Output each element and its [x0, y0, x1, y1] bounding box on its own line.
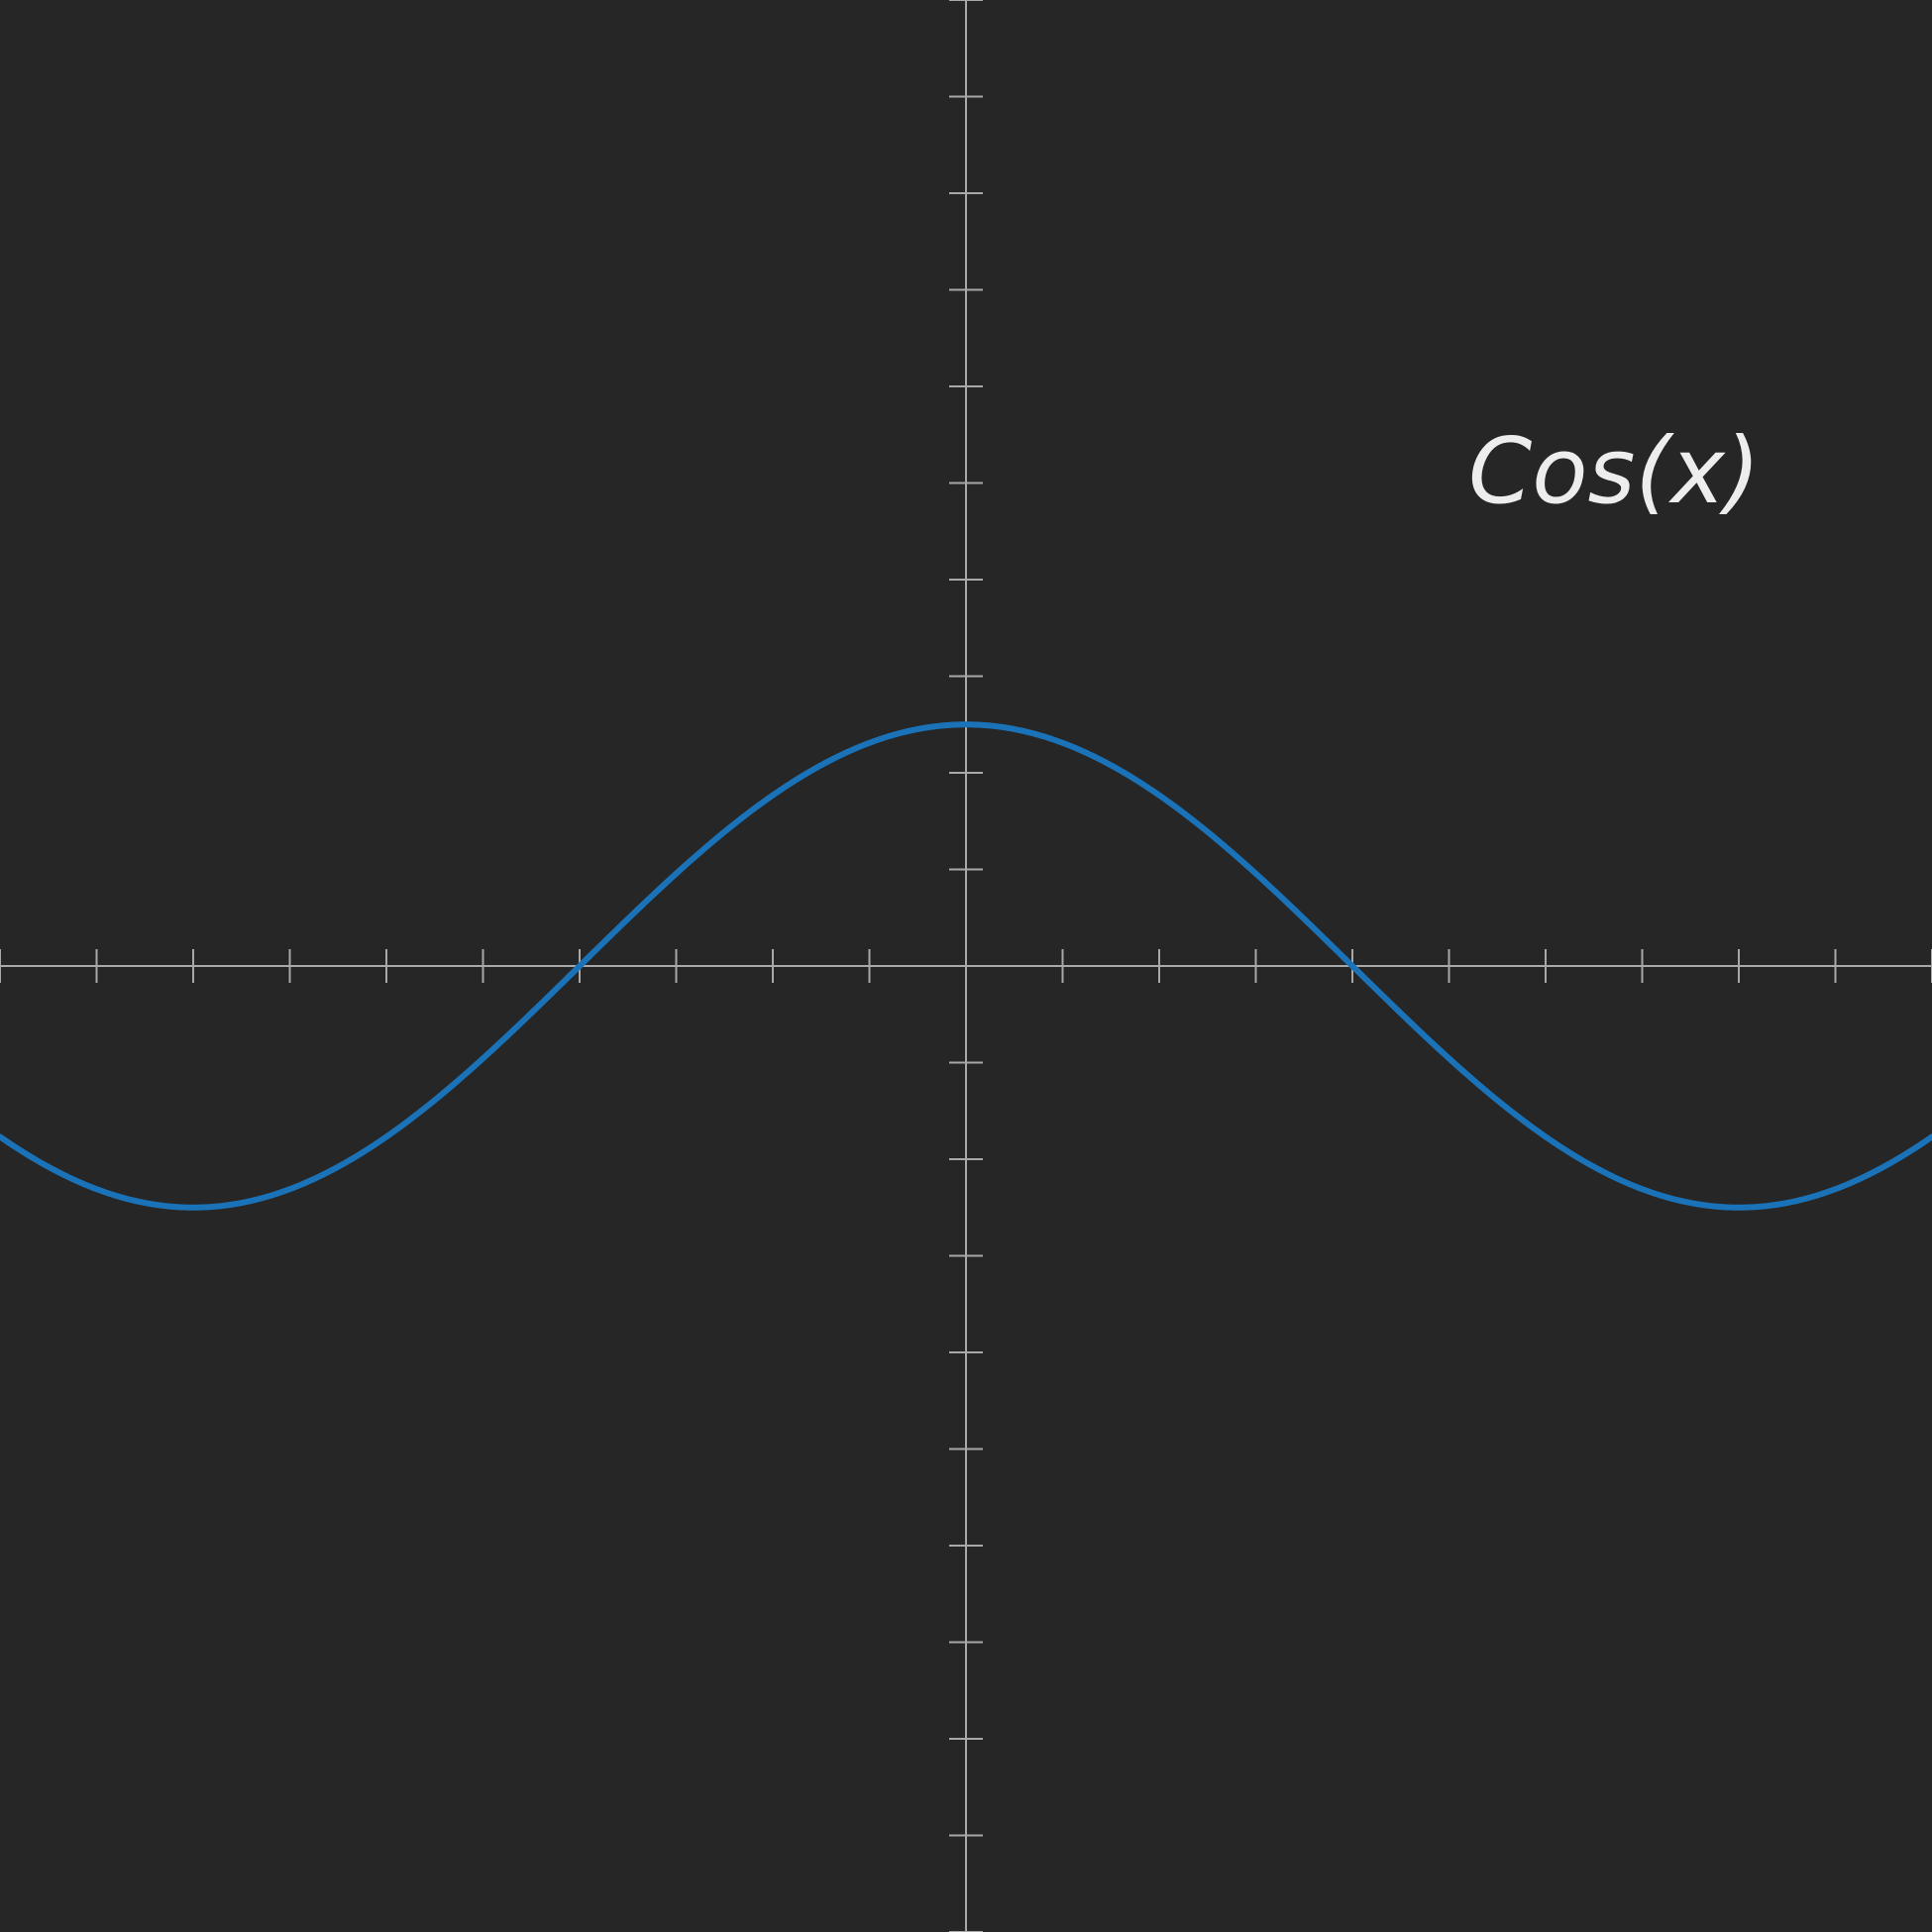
- function-label: Cos(x): [1468, 418, 1761, 524]
- cos-curve: [0, 721, 1932, 1211]
